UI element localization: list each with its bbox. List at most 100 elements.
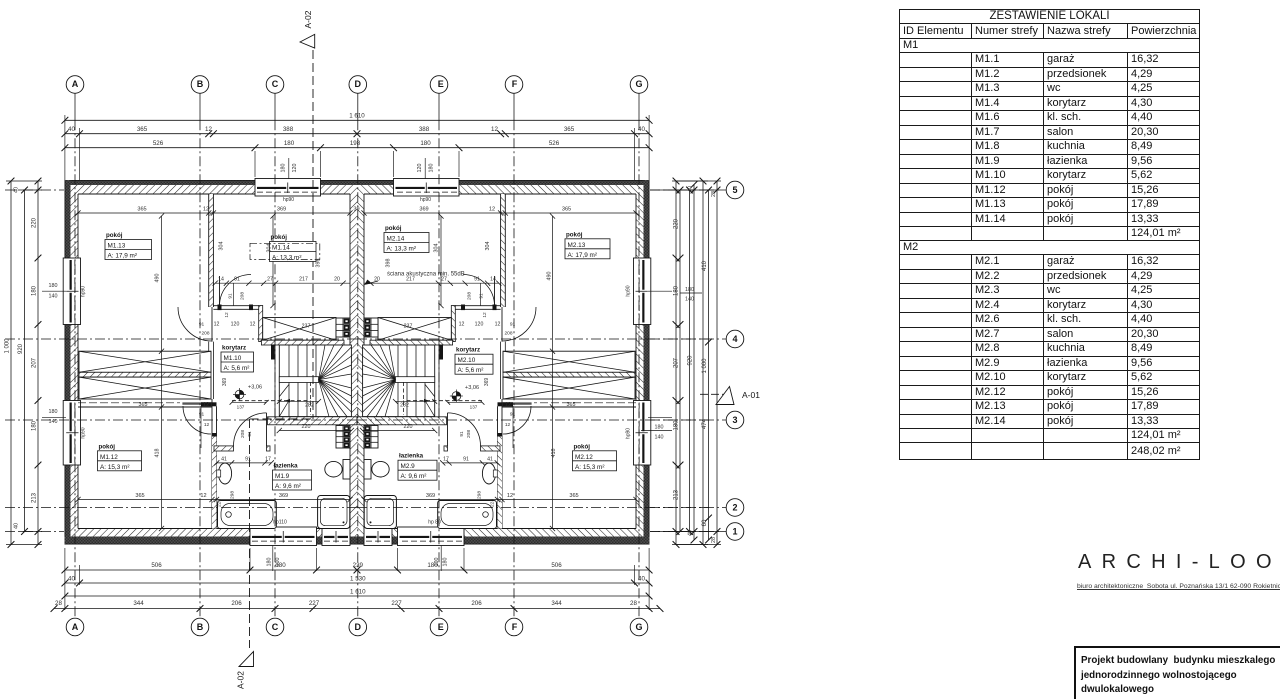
svg-text:hp90: hp90	[81, 286, 87, 297]
svg-text:hp90: hp90	[283, 197, 294, 203]
svg-text:pokój: pokój	[566, 231, 583, 238]
svg-text:F: F	[512, 622, 518, 632]
svg-text:180: 180	[674, 285, 680, 296]
svg-text:140: 140	[655, 435, 664, 441]
svg-text:ściana akustyczna min. 55dB: ściana akustyczna min. 55dB	[387, 272, 465, 278]
svg-text:G: G	[635, 622, 642, 632]
svg-text:369: 369	[426, 493, 435, 499]
svg-text:40: 40	[638, 575, 645, 582]
svg-text:490: 490	[547, 272, 553, 281]
svg-text:120: 120	[475, 322, 484, 328]
svg-text:365: 365	[137, 207, 146, 213]
svg-text:91: 91	[199, 322, 205, 328]
svg-text:282: 282	[305, 403, 314, 409]
svg-text:140: 140	[49, 419, 58, 425]
svg-text:B: B	[197, 79, 204, 89]
svg-text:237: 237	[404, 324, 413, 330]
svg-text:227: 227	[391, 600, 402, 607]
svg-text:hp90: hp90	[81, 427, 87, 438]
svg-text:369: 369	[279, 493, 288, 499]
svg-text:180: 180	[427, 562, 438, 569]
svg-text:pokój: pokój	[574, 443, 591, 450]
svg-text:12: 12	[495, 322, 501, 328]
svg-text:365: 365	[569, 493, 578, 499]
svg-text:227: 227	[309, 600, 320, 607]
svg-text:91: 91	[245, 456, 251, 462]
svg-text:418: 418	[155, 449, 161, 458]
svg-text:1 000: 1 000	[5, 338, 11, 354]
svg-text:1 610: 1 610	[350, 588, 366, 595]
svg-text:91: 91	[234, 276, 240, 282]
svg-text:526: 526	[549, 140, 560, 147]
svg-text:M2.10: M2.10	[458, 357, 476, 364]
svg-text:12: 12	[250, 322, 256, 328]
svg-text:137: 137	[470, 404, 478, 409]
svg-text:388: 388	[283, 126, 294, 133]
svg-text:237: 237	[302, 324, 311, 330]
svg-text:5: 5	[732, 185, 737, 195]
svg-text:91: 91	[228, 293, 234, 299]
svg-text:298: 298	[230, 491, 236, 499]
svg-text:304: 304	[485, 242, 491, 251]
svg-text:180: 180	[275, 562, 286, 569]
svg-text:365: 365	[564, 126, 575, 133]
svg-text:1 000: 1 000	[702, 358, 708, 374]
svg-text:120: 120	[231, 322, 240, 328]
svg-text:223: 223	[490, 499, 496, 507]
svg-text:A: 9,6 m²: A: 9,6 m²	[401, 473, 427, 480]
svg-text:14: 14	[218, 276, 224, 282]
svg-text:344: 344	[551, 600, 562, 607]
svg-text:369: 369	[222, 378, 228, 387]
svg-text:474: 474	[702, 418, 708, 429]
svg-text:14: 14	[490, 276, 496, 282]
svg-text:40: 40	[638, 126, 645, 133]
svg-text:20: 20	[334, 276, 340, 282]
svg-text:12: 12	[205, 126, 212, 133]
svg-text:41: 41	[487, 456, 493, 462]
svg-text:208: 208	[240, 292, 246, 300]
svg-text:208: 208	[240, 430, 246, 438]
svg-text:410: 410	[702, 260, 708, 271]
svg-text:12: 12	[203, 402, 209, 408]
svg-text:korytarz: korytarz	[222, 345, 246, 352]
svg-text:A: 17,9 m²: A: 17,9 m²	[568, 252, 597, 259]
svg-text:12: 12	[214, 322, 220, 328]
svg-text:12: 12	[200, 493, 206, 499]
svg-text:217: 217	[406, 276, 415, 282]
svg-text:180: 180	[655, 425, 664, 431]
svg-text:1 530: 1 530	[350, 575, 366, 582]
svg-text:220: 220	[302, 424, 311, 430]
svg-text:C: C	[272, 622, 279, 632]
svg-text:220: 220	[404, 424, 413, 430]
svg-text:20: 20	[374, 276, 380, 282]
svg-text:+3,06: +3,06	[465, 385, 479, 391]
svg-text:F: F	[512, 79, 518, 89]
svg-text:A: 15,3 m²: A: 15,3 m²	[100, 464, 129, 471]
svg-text:M1.14: M1.14	[272, 245, 290, 252]
svg-text:304: 304	[434, 244, 440, 253]
svg-text:2: 2	[732, 503, 737, 513]
svg-text:208: 208	[504, 331, 512, 337]
svg-text:hp90: hp90	[626, 285, 632, 296]
svg-text:180: 180	[443, 558, 449, 567]
svg-text:A-02: A-02	[303, 10, 313, 28]
svg-text:12: 12	[204, 422, 210, 428]
svg-text:388: 388	[419, 126, 430, 133]
svg-text:E: E	[438, 79, 444, 89]
svg-text:208: 208	[466, 430, 472, 438]
svg-text:pokój: pokój	[385, 225, 402, 232]
svg-text:304: 304	[219, 242, 225, 251]
svg-text:239: 239	[353, 562, 364, 569]
svg-text:91: 91	[247, 431, 253, 437]
svg-text:A: 15,3 m²: A: 15,3 m²	[575, 464, 604, 471]
svg-text:łazienka: łazienka	[399, 453, 424, 460]
svg-text:17: 17	[443, 456, 449, 462]
svg-text:39: 39	[353, 207, 359, 213]
svg-text:4: 4	[732, 334, 737, 344]
svg-text:180: 180	[284, 140, 295, 147]
svg-text:C: C	[272, 79, 279, 89]
svg-text:1 610: 1 610	[349, 113, 365, 120]
svg-text:40: 40	[688, 186, 694, 192]
svg-text:369: 369	[419, 207, 428, 213]
svg-text:28: 28	[630, 600, 637, 607]
